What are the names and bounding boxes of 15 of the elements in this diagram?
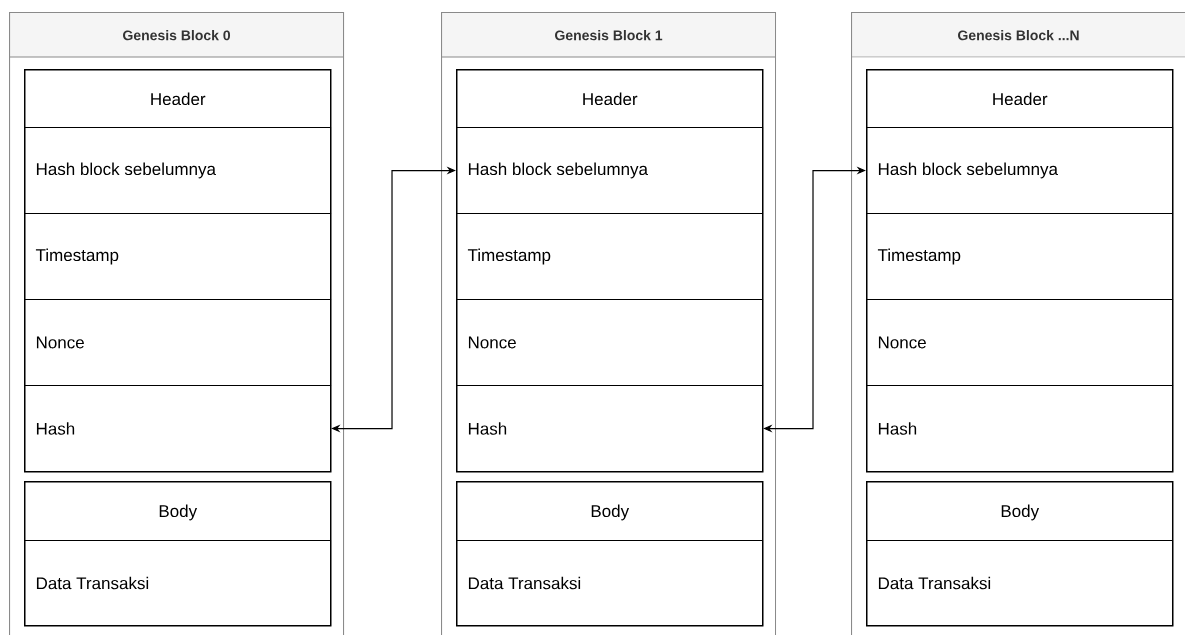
field-row: Hash block sebelumnya [24, 127, 332, 215]
field-row: Data Transaksi [24, 540, 332, 627]
field-row: Nonce [456, 299, 764, 387]
field-row: Timestamp [24, 213, 332, 301]
field-row: Nonce [866, 299, 1174, 387]
field-row: Timestamp [456, 213, 764, 301]
field-row: Data Transaksi [456, 540, 764, 627]
field-row: Hash block sebelumnya [866, 127, 1174, 215]
field-row: Data Transaksi [866, 540, 1174, 627]
field-row: Nonce [24, 299, 332, 387]
field-row: Hash [24, 385, 332, 473]
field-row: Hash [456, 385, 764, 473]
field-row: Hash block sebelumnya [456, 127, 764, 215]
field-row: Timestamp [866, 213, 1174, 301]
field-row: Hash [866, 385, 1174, 473]
